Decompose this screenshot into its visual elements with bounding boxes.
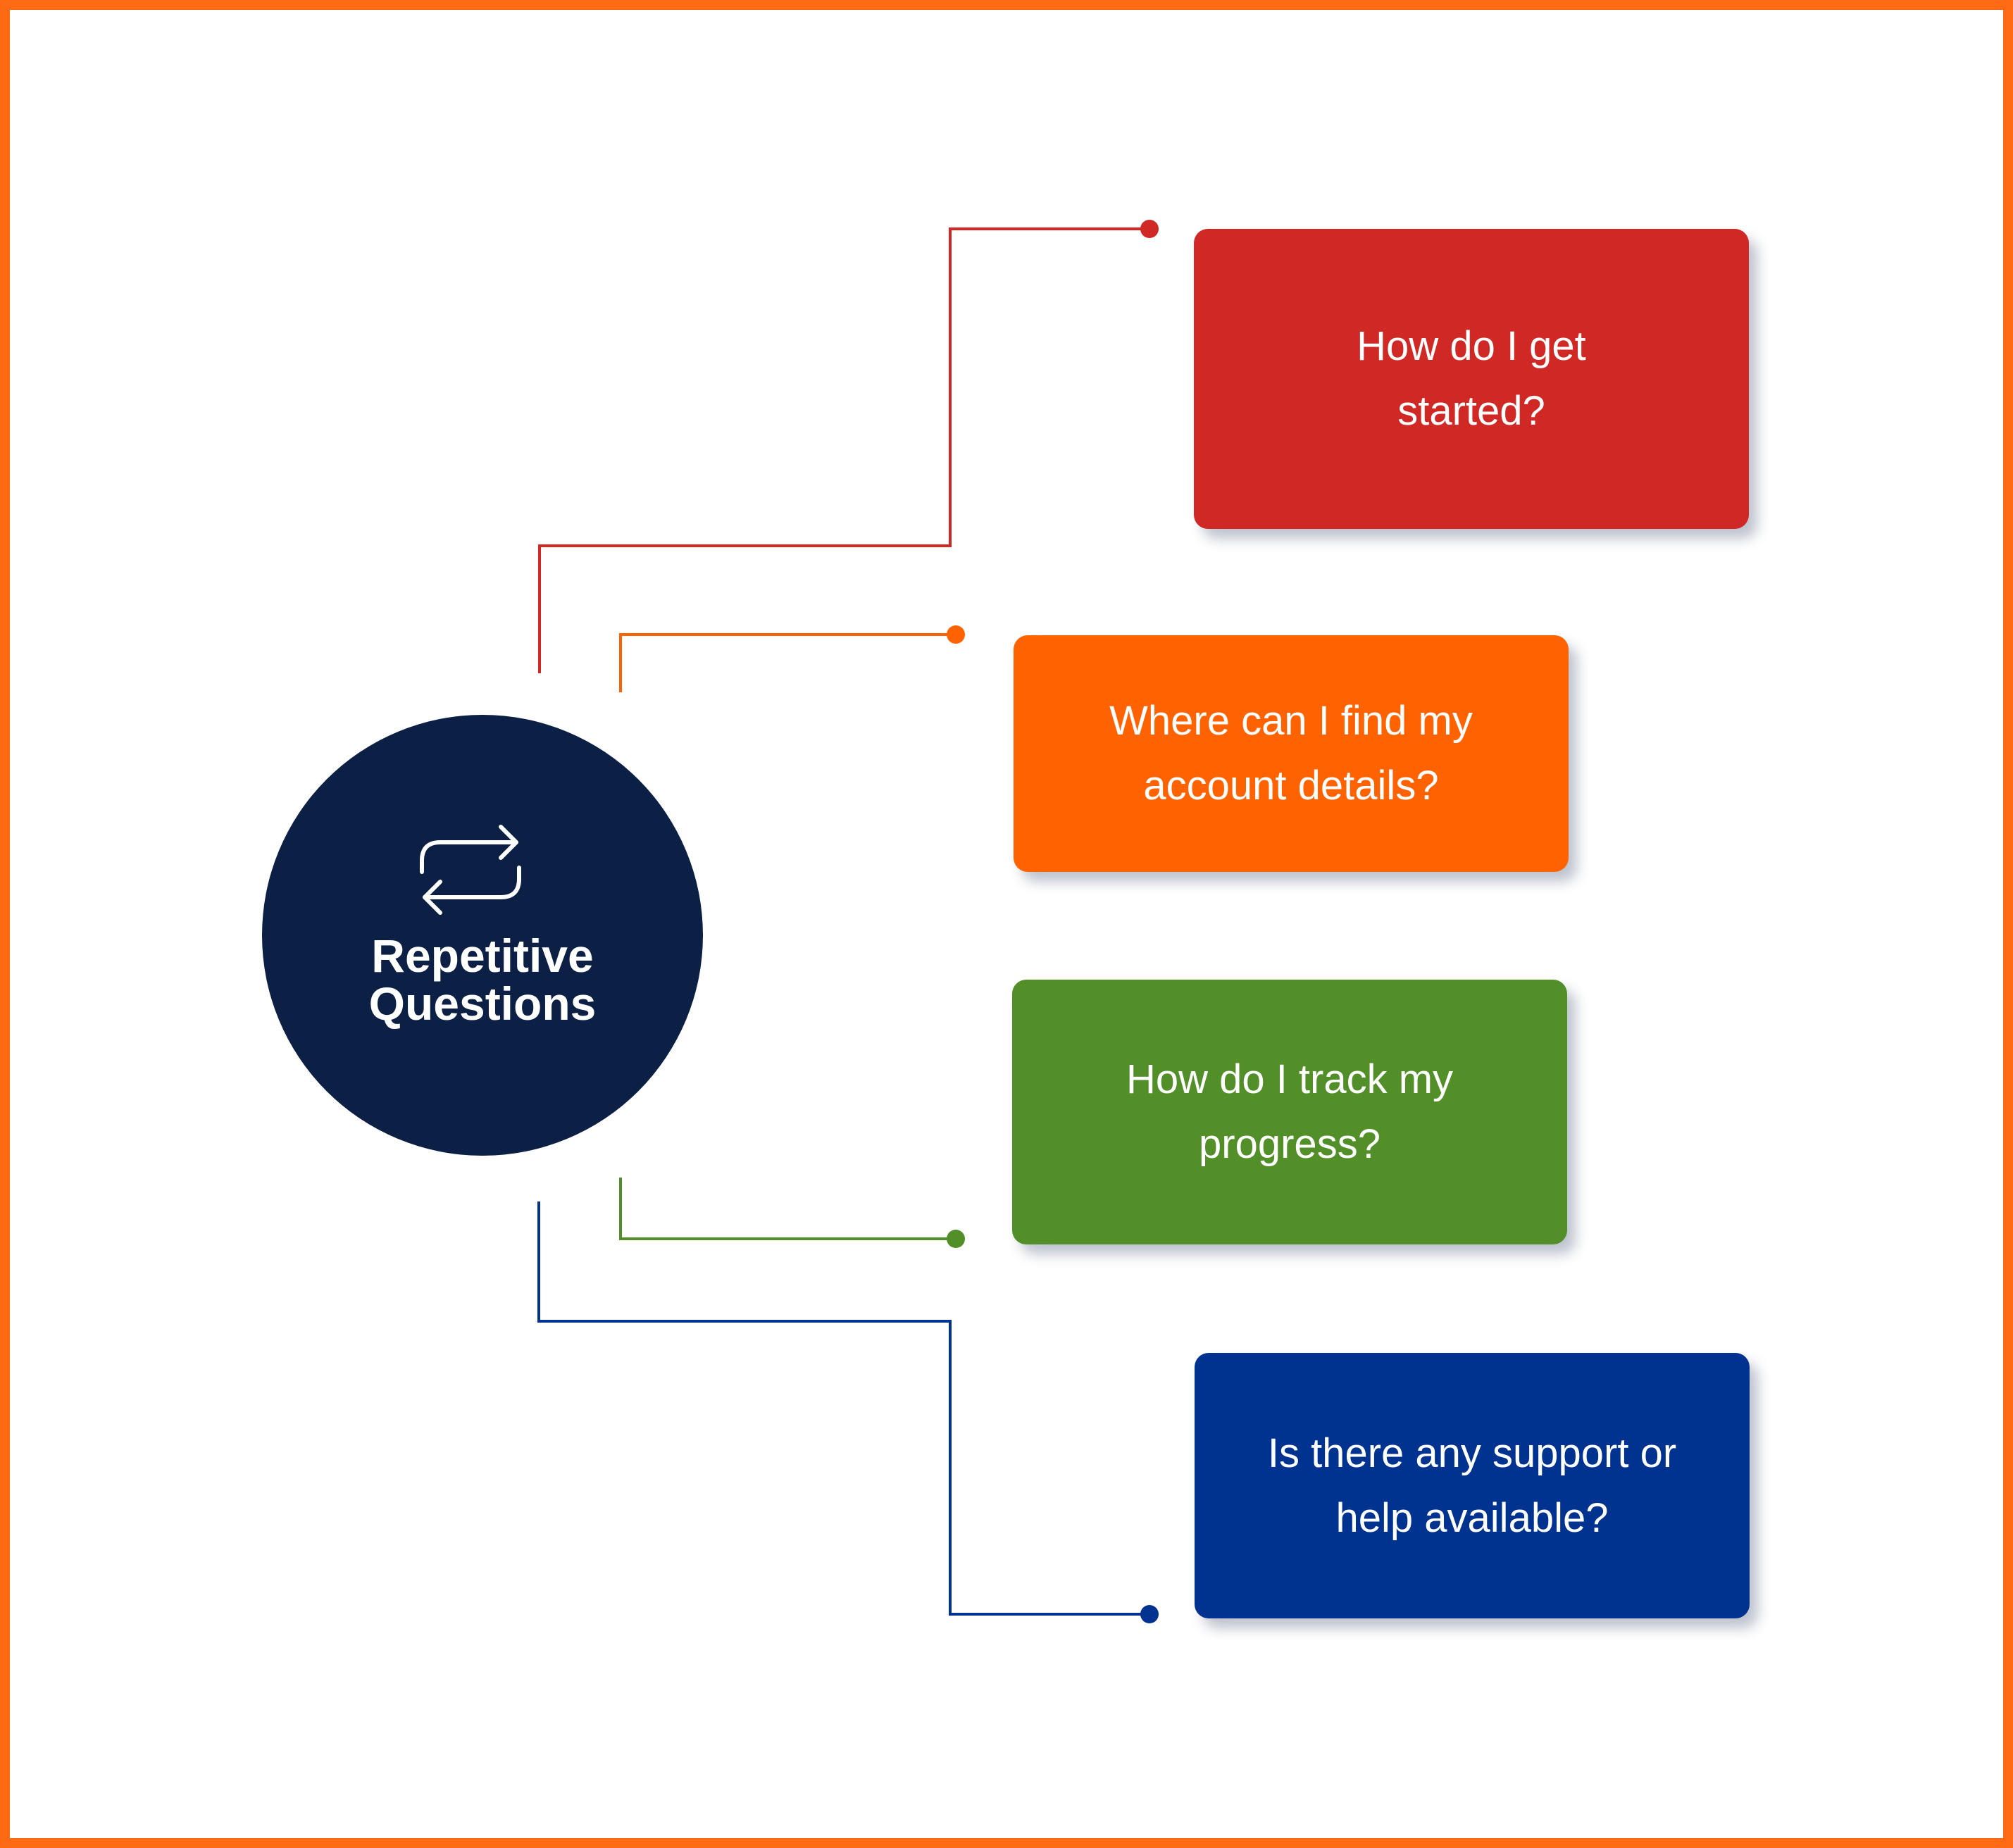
connector-2-dot xyxy=(947,625,965,644)
question-text: Is there any support or help available? xyxy=(1268,1421,1676,1551)
question-card-support: Is there any support or help available? xyxy=(1195,1353,1750,1618)
repeat-arrows-icon xyxy=(420,825,521,915)
connector-4 xyxy=(537,1201,1149,1616)
question-line2: account details? xyxy=(1143,763,1439,808)
hub-title-line2: Questions xyxy=(368,978,597,1030)
question-card-track-progress: How do I track my progress? xyxy=(1012,980,1567,1244)
question-line1: Where can I find my xyxy=(1109,698,1473,744)
question-line1: Is there any support or xyxy=(1267,1430,1677,1476)
question-text: How do I get started? xyxy=(1357,314,1586,444)
hub-circle: Repetitive Questions xyxy=(262,715,703,1156)
connector-4-dot xyxy=(1140,1605,1159,1623)
hub-title: Repetitive Questions xyxy=(262,932,703,1028)
question-line2: started? xyxy=(1397,388,1545,434)
question-card-account-details: Where can I find my account details? xyxy=(1014,635,1569,872)
question-card-get-started: How do I get started? xyxy=(1194,229,1749,529)
connector-3 xyxy=(619,1178,956,1240)
connector-3-dot xyxy=(947,1230,965,1248)
question-text: Where can I find my account details? xyxy=(1109,689,1473,818)
question-line1: How do I get xyxy=(1357,323,1586,369)
connector-2 xyxy=(619,633,956,692)
hub-title-line1: Repetitive xyxy=(371,930,594,982)
question-line2: progress? xyxy=(1199,1121,1381,1167)
question-line2: help available? xyxy=(1335,1494,1609,1541)
connector-1 xyxy=(538,227,1149,673)
connector-1-dot xyxy=(1140,220,1159,238)
question-line1: How do I track my xyxy=(1126,1056,1454,1102)
question-text: How do I track my progress? xyxy=(1126,1047,1453,1177)
